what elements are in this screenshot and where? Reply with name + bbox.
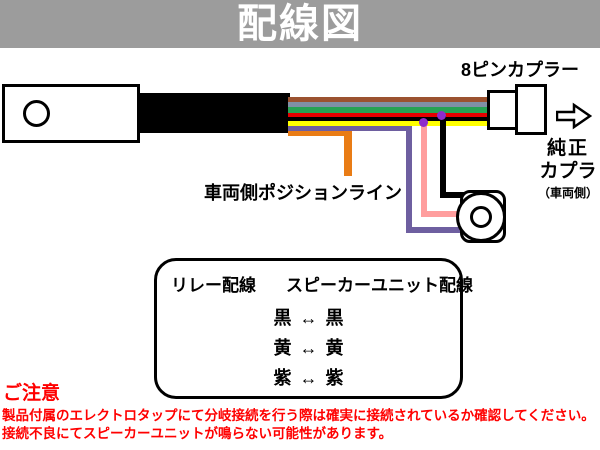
notice-line-1: 製品付属のエレクトロタップにて分岐接続を行う際は確実に接続されているか確認してく… [2, 408, 595, 423]
notice-title: ご注意 [3, 383, 61, 404]
row2-left: 黄 [273, 338, 292, 358]
right-arrow-icon [556, 102, 592, 130]
elektrotap-dot-black [437, 111, 446, 120]
bidirectional-arrow-icon: ↔ [299, 338, 318, 358]
wire-orange-horizontal [288, 131, 352, 136]
label-position-line: 車両側ポジションライン [204, 183, 402, 203]
connector-8pin-small [487, 90, 518, 130]
title-banner: 配線図 [0, 0, 600, 48]
elektrotap-dot-yellow [419, 118, 428, 127]
wire-purple-vertical [406, 126, 412, 233]
oem-coupler-line2: カプラ [539, 161, 597, 182]
relay-unit-box [2, 84, 140, 143]
oem-coupler-caption: 純正 カプラ （車両側） [532, 137, 600, 202]
wire-orange-vertical [344, 131, 352, 176]
wire-purple-to-speaker [406, 227, 462, 233]
main-cable [138, 93, 290, 133]
wire-yellow [288, 121, 487, 126]
row1-right: 黒 [325, 308, 344, 328]
label-8pin-coupler: 8ピンカプラー [461, 60, 580, 80]
wire-purple-horizontal [288, 126, 412, 131]
connector-8pin-large [515, 84, 547, 135]
notice-line-2: 接続不良にてスピーカーユニットが鳴らない可能性があります。 [2, 426, 393, 441]
row1-left: 黒 [273, 308, 292, 328]
wire-black [288, 117, 487, 121]
wire-black-tap-vertical [440, 116, 446, 198]
mapping-rows: 黒 ↔ 黒 黄 ↔ 黄 紫 ↔ 紫 [157, 303, 460, 393]
bidirectional-arrow-icon: ↔ [299, 368, 318, 388]
mapping-col2-header: スピーカーユニット配線 [286, 276, 473, 295]
wire-pink-to-speaker [421, 211, 462, 217]
wire-black-tap-to-speaker [440, 192, 464, 198]
wire-pink-vertical [421, 125, 427, 217]
wire-green [288, 107, 487, 113]
page-title: 配線図 [237, 2, 363, 46]
mapping-row-purple: 紫 ↔ 紫 [157, 363, 460, 393]
wire-red [288, 113, 487, 117]
row3-right: 紫 [325, 368, 344, 388]
wire-gray [288, 102, 487, 107]
mapping-row-yellow: 黄 ↔ 黄 [157, 333, 460, 363]
relay-unit-hole-icon [23, 100, 50, 127]
bidirectional-arrow-icon: ↔ [299, 308, 318, 328]
speaker-center-icon [470, 206, 492, 228]
oem-coupler-line3: （車両側） [537, 186, 598, 200]
mapping-col1-header: リレー配線 [171, 276, 256, 295]
wire-brown [288, 97, 487, 102]
wiring-mapping-box: リレー配線 スピーカーユニット配線 黒 ↔ 黒 黄 ↔ 黄 紫 ↔ 紫 [154, 258, 473, 399]
oem-coupler-line1: 純正 [546, 138, 589, 159]
row2-right: 黄 [325, 338, 344, 358]
row3-left: 紫 [273, 368, 292, 388]
mapping-header: リレー配線 スピーカーユニット配線 [171, 271, 473, 296]
mapping-row-black: 黒 ↔ 黒 [157, 303, 460, 333]
